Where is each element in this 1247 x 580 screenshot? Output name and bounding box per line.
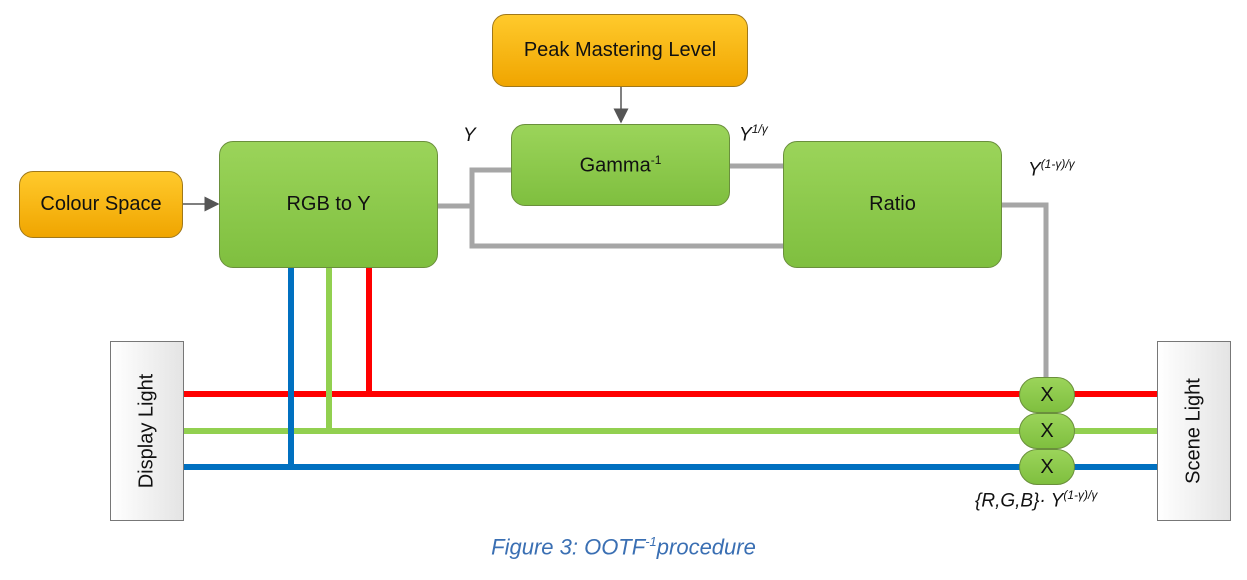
ratio-label: Ratio (869, 193, 916, 215)
y-gamma-label: Y1/γ (739, 122, 768, 146)
gamma-label: Gamma-1 (579, 152, 662, 177)
display-light-panel: Display Light (110, 341, 184, 521)
multiplier-green: X (1019, 413, 1075, 449)
multiplier-red: X (1019, 377, 1075, 413)
peak-mastering-level-block: Peak Mastering Level (492, 14, 748, 87)
luma-line-to-ratio (469, 206, 784, 249)
multiplier-blue: X (1019, 449, 1075, 485)
scene-light-label: Scene Light (1182, 378, 1205, 484)
y-ratio-label: Y(1-γ)/γ (1028, 157, 1075, 181)
colour-space-block: Colour Space (19, 171, 183, 238)
luma-line-to-gamma (438, 167, 512, 209)
ratio-block: Ratio (783, 141, 1002, 268)
rgb-to-y-block: RGB to Y (219, 141, 438, 268)
peak-mastering-level-label: Peak Mastering Level (523, 39, 717, 61)
figure-caption: Figure 3: OOTF-1procedure (491, 534, 756, 560)
gamma-block: Gamma-1 (511, 124, 730, 206)
display-light-label: Display Light (135, 373, 158, 489)
ratio-to-multiplier-line (1001, 202, 1049, 378)
output-label: {R,G,B}· Y(1-γ)/γ (975, 488, 1098, 512)
rgb-to-y-label: RGB to Y (286, 193, 371, 215)
scene-light-panel: Scene Light (1157, 341, 1231, 521)
colour-space-label: Colour Space (40, 193, 162, 215)
y-label: Y (463, 125, 476, 146)
